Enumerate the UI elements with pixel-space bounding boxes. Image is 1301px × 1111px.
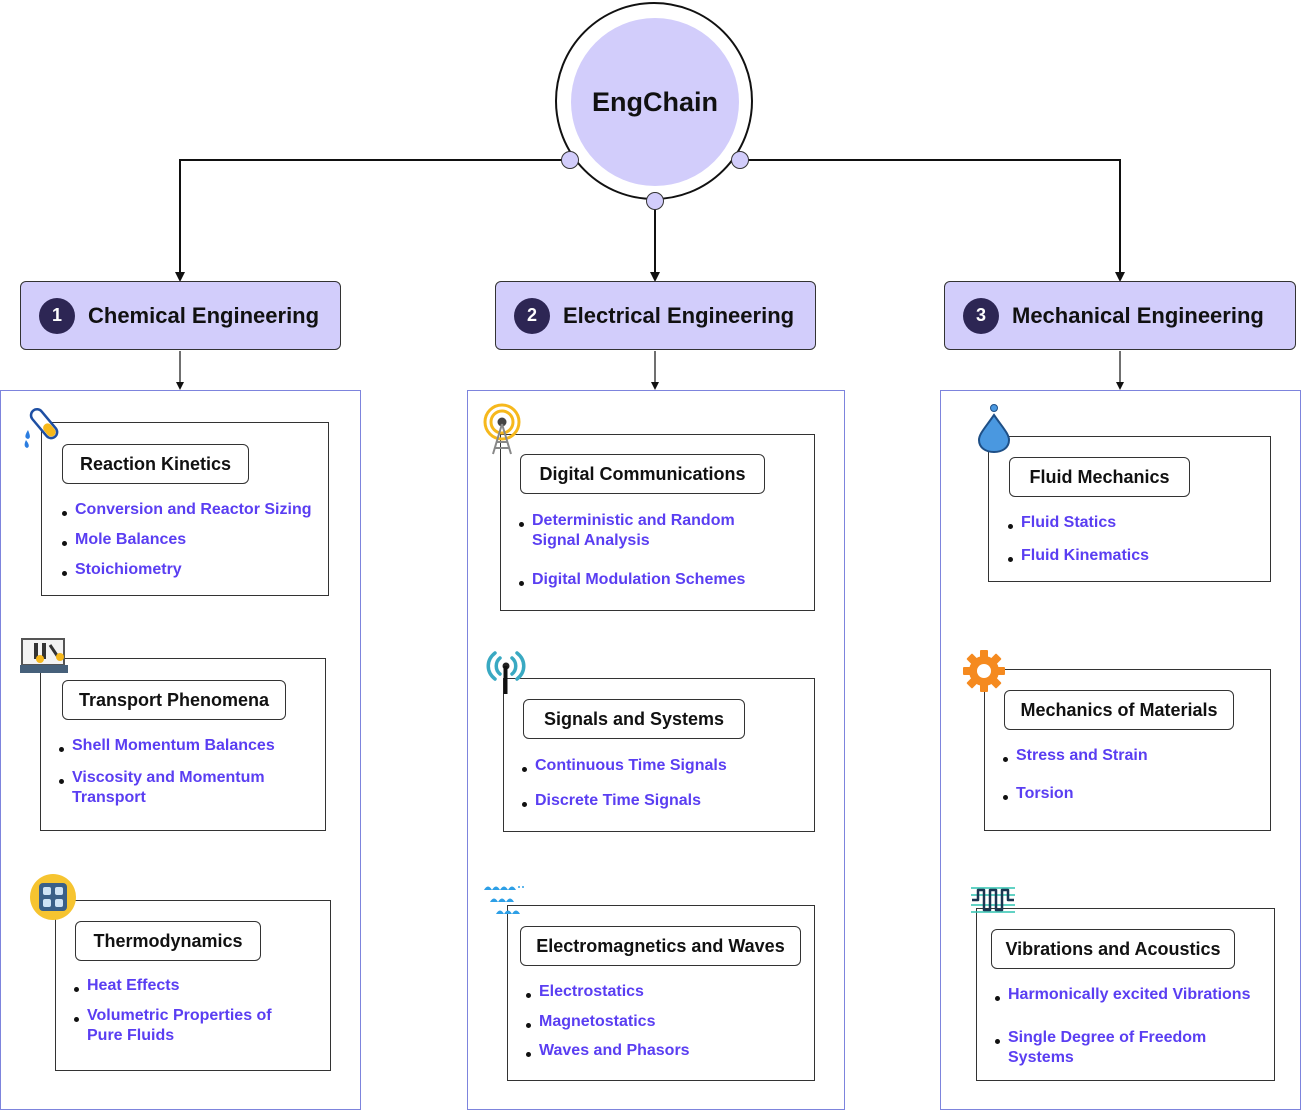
subtopic-link[interactable]: Waves and Phasors bbox=[526, 1042, 690, 1059]
water-drop-icon bbox=[977, 404, 1011, 454]
topic-title-transport-phenomena[interactable]: Transport Phenomena bbox=[62, 680, 286, 720]
subtopic-link[interactable]: Continuous Time Signals bbox=[522, 757, 727, 774]
waves-icon bbox=[484, 886, 526, 914]
dept-title: Electrical Engineering bbox=[563, 302, 795, 328]
dept-title: Mechanical Engineering bbox=[1012, 302, 1264, 328]
subtopic-link[interactable]: Shell Momentum Balances bbox=[59, 737, 275, 754]
subtopic-link[interactable]: Digital Modulation Schemes bbox=[518, 571, 746, 588]
subtopic-link[interactable]: Fluid Kinematics bbox=[1007, 547, 1150, 564]
dept-mechanical-engineering[interactable]: 3 Mechanical Engineering bbox=[944, 281, 1296, 350]
dept-number-badge: 2 bbox=[514, 297, 550, 334]
subtopic-link[interactable]: Heat Effects bbox=[73, 977, 180, 994]
root-connector-right bbox=[731, 151, 749, 169]
root-connector-left bbox=[561, 151, 579, 169]
topic-title-digital-communications[interactable]: Digital Communications bbox=[520, 454, 765, 494]
subtopic-link[interactable]: Volumetric Properties of Pure Fluids bbox=[74, 1006, 302, 1046]
antenna-signal-icon bbox=[486, 651, 526, 694]
subtopic-link[interactable]: Discrete Time Signals bbox=[522, 792, 701, 809]
subtopic-link[interactable]: Torsion bbox=[1002, 785, 1074, 802]
subtopic-link[interactable]: Conversion and Reactor Sizing bbox=[61, 501, 312, 518]
root-title: EngChain bbox=[592, 86, 718, 117]
subtopic-link[interactable]: Magnetostatics bbox=[525, 1013, 656, 1030]
connector-chemical bbox=[175, 159, 570, 282]
topic-title-electromagnetics-and-waves[interactable]: Electromagnetics and Waves bbox=[520, 926, 801, 966]
topic-title-fluid-mechanics[interactable]: Fluid Mechanics bbox=[1009, 457, 1190, 497]
dept-title: Chemical Engineering bbox=[88, 302, 320, 328]
root-node[interactable]: EngChain bbox=[571, 18, 739, 186]
thermo-panel-icon bbox=[30, 874, 76, 920]
dept-chemical-engineering[interactable]: 1 Chemical Engineering bbox=[20, 281, 341, 350]
topic-title-signals-and-systems[interactable]: Signals and Systems bbox=[523, 699, 745, 739]
connector-mechanical bbox=[740, 159, 1125, 282]
radio-tower-icon bbox=[483, 403, 521, 455]
dept-electrical-engineering[interactable]: 2 Electrical Engineering bbox=[495, 281, 816, 350]
lab-bench-icon bbox=[20, 638, 68, 673]
subtopic-link[interactable]: Single Degree of Freedom Systems bbox=[995, 1028, 1248, 1068]
topic-title-reaction-kinetics[interactable]: Reaction Kinetics bbox=[62, 444, 249, 484]
topic-title-mechanics-of-materials[interactable]: Mechanics of Materials bbox=[1004, 690, 1234, 730]
subtopic-link[interactable]: Stoichiometry bbox=[62, 561, 182, 578]
subtopic-link[interactable]: Stress and Strain bbox=[1003, 747, 1148, 764]
root-connector-bottom bbox=[646, 192, 664, 210]
subtopic-link[interactable]: Fluid Statics bbox=[1007, 514, 1117, 531]
subtopic-link[interactable]: Harmonically excited Vibrations bbox=[994, 986, 1251, 1003]
gear-icon bbox=[963, 650, 1005, 692]
vibration-wave-icon bbox=[971, 887, 1015, 913]
subtopic-link[interactable]: Mole Balances bbox=[61, 531, 187, 548]
test-tube-icon bbox=[24, 408, 59, 448]
dept-number-badge: 1 bbox=[39, 297, 75, 334]
subtopic-link[interactable]: Electrostatics bbox=[526, 983, 644, 1000]
subtopic-link[interactable]: Viscosity and Momentum Transport bbox=[59, 768, 292, 808]
topic-title-thermodynamics[interactable]: Thermodynamics bbox=[75, 921, 261, 961]
dept-number-badge: 3 bbox=[963, 297, 999, 334]
subtopic-link[interactable]: Deterministic and Random Signal Analysis bbox=[519, 511, 762, 551]
topic-title-vibrations-and-acoustics[interactable]: Vibrations and Acoustics bbox=[991, 929, 1235, 969]
